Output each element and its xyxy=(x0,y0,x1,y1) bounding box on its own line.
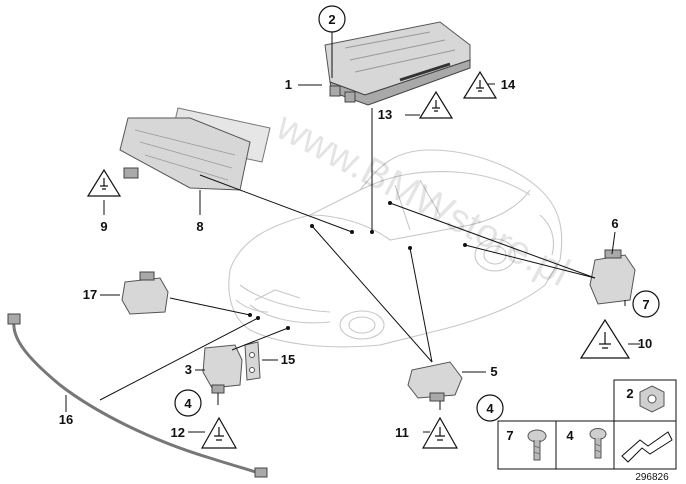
nut-icon xyxy=(639,385,665,413)
callout-circle-4b xyxy=(476,394,504,422)
hardware-legend: 7 4 2 xyxy=(497,379,677,470)
legend-nut-2-label: 2 xyxy=(626,386,633,401)
watermark-text: www.BMWstore.pl xyxy=(269,103,577,295)
callout-5: 5 xyxy=(490,364,497,379)
callout-13: 13 xyxy=(378,107,392,122)
callout-2: 2 xyxy=(328,12,335,27)
callout-14: 14 xyxy=(501,77,516,92)
legend-box-nut xyxy=(613,379,677,470)
callout-15: 15 xyxy=(281,352,295,367)
callout-circle-2 xyxy=(318,5,346,33)
sensor-3 xyxy=(202,344,243,394)
leader-lines xyxy=(65,32,640,433)
warning-triangle-icon xyxy=(579,318,631,359)
warning-triangle-icon xyxy=(200,416,238,449)
legend-screw-7-label: 7 xyxy=(506,428,513,443)
warning-triangle-icon xyxy=(421,416,459,449)
callout-12: 12 xyxy=(171,425,185,440)
callout-11: 11 xyxy=(395,425,409,440)
sensor-17 xyxy=(121,271,169,315)
callout-10: 10 xyxy=(638,336,652,351)
warning-triangle-icon xyxy=(418,90,454,119)
warning-triangle-icon xyxy=(86,168,122,197)
legend-screw-4-label: 4 xyxy=(566,428,574,443)
diagram-number: 296826 xyxy=(635,472,669,483)
callout-circle-7 xyxy=(632,290,660,318)
arrow-icon xyxy=(621,431,673,463)
warning-triangles xyxy=(86,70,631,449)
callout-circle-4a xyxy=(174,389,202,417)
cable-16 xyxy=(7,313,268,478)
warning-triangle-icon xyxy=(462,70,498,99)
callout-3: 3 xyxy=(185,362,192,377)
callout-7: 7 xyxy=(642,297,649,312)
screw-icon xyxy=(589,428,607,459)
sensor-6 xyxy=(589,249,636,305)
bracket-15 xyxy=(244,341,261,381)
callout-1: 1 xyxy=(285,77,292,92)
callout-9: 9 xyxy=(100,219,107,234)
callout-8: 8 xyxy=(196,219,203,234)
callout-4b: 4 xyxy=(486,401,494,416)
sensor-5 xyxy=(407,361,463,402)
callout-6: 6 xyxy=(611,216,618,231)
seat-occupancy-mat xyxy=(119,107,271,191)
callout-17: 17 xyxy=(83,287,97,302)
airbag-control-unit xyxy=(324,21,471,106)
callout-16: 16 xyxy=(59,412,73,427)
screw-icon xyxy=(527,429,547,461)
callout-4a: 4 xyxy=(184,396,192,411)
